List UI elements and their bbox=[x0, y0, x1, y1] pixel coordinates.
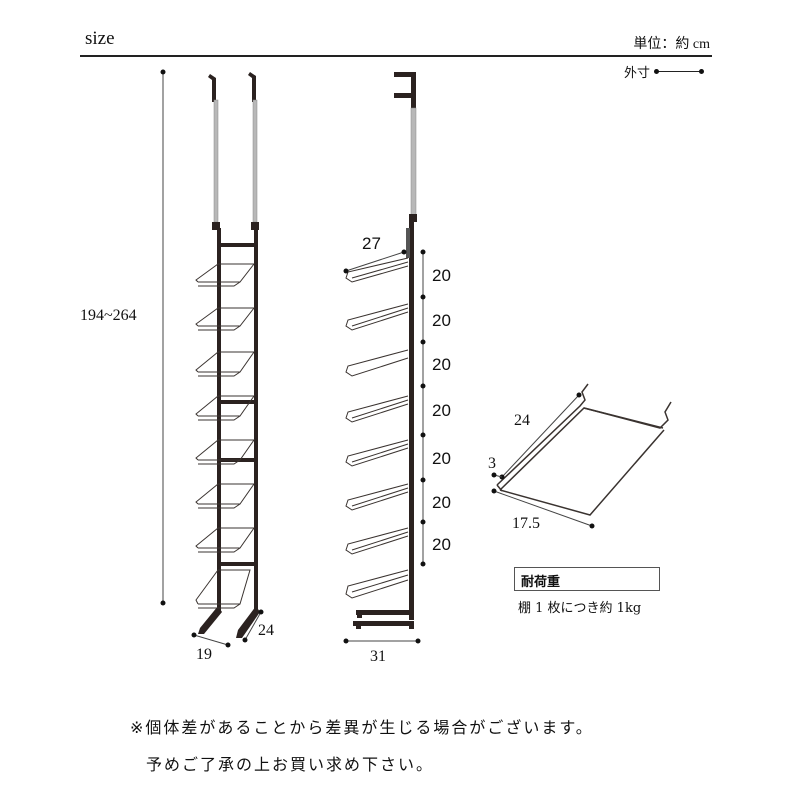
front-shelf bbox=[195, 307, 256, 331]
side-shelf bbox=[345, 439, 409, 467]
shelf-lip-label: 3 bbox=[488, 455, 496, 472]
front-shelf bbox=[195, 439, 255, 465]
front-shelf bbox=[195, 351, 255, 377]
spacing-label-3: 20 bbox=[432, 355, 451, 374]
shelf-depth-dimension-line bbox=[343, 249, 407, 274]
front-shelf bbox=[195, 483, 255, 509]
base-depth-label: 31 bbox=[370, 648, 386, 665]
side-shelf bbox=[345, 483, 409, 511]
side-view bbox=[343, 72, 426, 644]
load-capacity-heading: 耐荷重 bbox=[514, 567, 660, 591]
dimension-line-icon bbox=[654, 69, 705, 74]
front-shelf bbox=[195, 569, 251, 609]
front-shelf bbox=[195, 395, 255, 421]
shelf-spacing-dimension-line bbox=[420, 249, 426, 567]
width-dimension-line bbox=[191, 632, 231, 648]
depth-dimension-line bbox=[242, 609, 264, 643]
legend-label: 外寸 bbox=[624, 65, 651, 80]
shelf-length-dimension-line bbox=[499, 392, 582, 480]
shelf-width-dimension-line bbox=[491, 488, 595, 529]
side-shelf bbox=[345, 349, 409, 377]
spacing-label-6: 20 bbox=[432, 493, 451, 512]
spacing-label-4: 20 bbox=[432, 401, 451, 420]
unit-label: 単位：約 cm bbox=[633, 37, 710, 52]
disclaimer-line-2: 予めご了承の上お買い求め下さい。 bbox=[146, 755, 435, 774]
spacing-label-1: 20 bbox=[432, 266, 451, 285]
shelf-width-label: 17.5 bbox=[512, 515, 540, 532]
front-shelf bbox=[195, 263, 256, 287]
spacing-label-2: 20 bbox=[432, 311, 451, 330]
spacing-label-7: 20 bbox=[432, 535, 451, 554]
side-shelf bbox=[345, 257, 409, 283]
front-view bbox=[160, 69, 264, 648]
shelf-detail bbox=[496, 383, 672, 516]
header-divider bbox=[80, 55, 712, 57]
height-label: 194~264 bbox=[80, 307, 137, 324]
front-depth-label: 24 bbox=[258, 622, 274, 639]
side-shelf bbox=[345, 395, 409, 423]
front-shelf bbox=[195, 527, 255, 553]
dimension-legend: 外寸 bbox=[624, 62, 705, 81]
spacing-label-5: 20 bbox=[432, 449, 451, 468]
side-shelf bbox=[345, 569, 409, 599]
side-shelf bbox=[345, 303, 409, 331]
shelf-depth-label: 27 bbox=[362, 234, 381, 253]
shelf-lip-dimension-line bbox=[491, 472, 503, 478]
page-title: size bbox=[85, 28, 115, 49]
load-capacity-text: 棚 1 枚につき約 1kg bbox=[518, 601, 642, 616]
side-shelf bbox=[345, 527, 409, 555]
front-width-label: 19 bbox=[196, 646, 212, 663]
shelf-length-label: 24 bbox=[514, 412, 530, 429]
base-depth-dimension-line bbox=[343, 638, 421, 644]
disclaimer-line-1: ※個体差があることから差異が生じる場合がございます。 bbox=[130, 718, 594, 737]
height-dimension-line bbox=[160, 69, 166, 606]
